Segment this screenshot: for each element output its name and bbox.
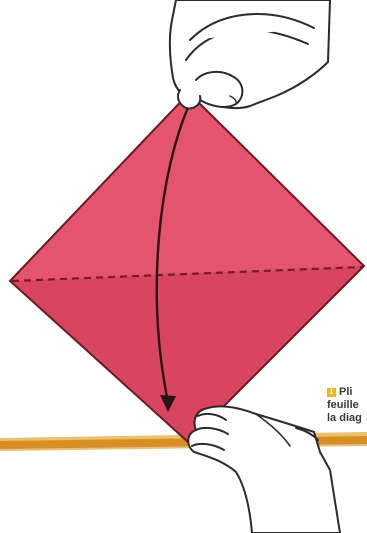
top-hand-illustration (170, 0, 330, 108)
caption-line-2: feuille (327, 399, 367, 412)
paper-square (10, 93, 364, 442)
step-number-badge: 1 (327, 388, 336, 397)
caption-text-1: Pli (339, 386, 352, 398)
paper-lower-half (10, 266, 364, 442)
caption-line-3: la diag (327, 412, 367, 425)
bottom-hand-illustration (188, 406, 340, 533)
